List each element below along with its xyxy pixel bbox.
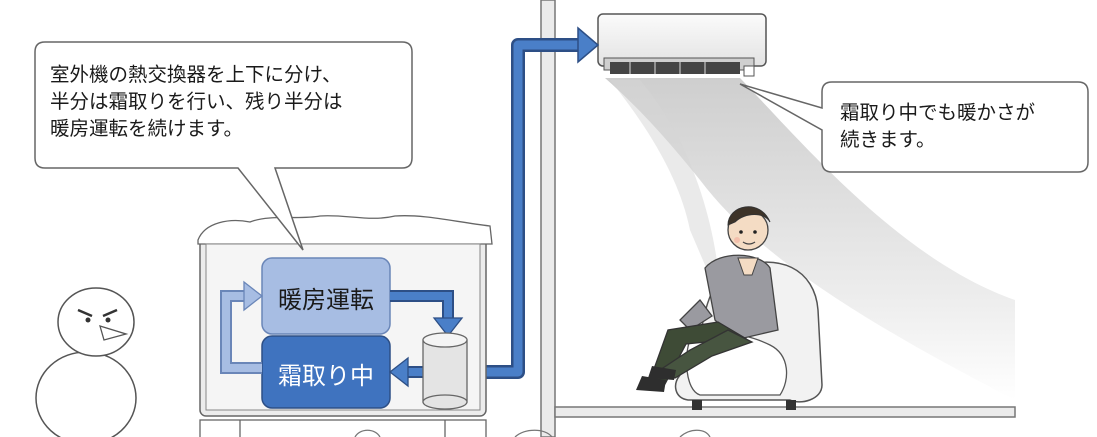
seated-person xyxy=(636,206,779,392)
indoor-ac-unit xyxy=(597,13,767,77)
snowman-illustration xyxy=(35,287,137,437)
outdoor-callout-line-2: 半分は霜取りを行い、残り半分は xyxy=(50,90,343,113)
warm-air-flow xyxy=(605,78,1015,400)
warm-air-flow-core xyxy=(610,80,720,300)
outdoor-callout-line-1: 室外機の熱交換器を上下に分け、 xyxy=(50,63,342,86)
indoor-callout-bubble xyxy=(739,81,1089,173)
compressor-tank xyxy=(422,332,468,410)
ground-sketch xyxy=(354,429,711,437)
heating-operation-label: 暖房運転 xyxy=(278,286,374,314)
defrost-in-progress-label: 霜取り中 xyxy=(278,362,374,390)
indoor-callout-line-1: 霜取り中でも暖かさが xyxy=(840,101,1036,124)
indoor-callout-line-2: 続きます。 xyxy=(840,128,936,151)
pipe-arrow-head xyxy=(577,26,600,64)
outdoor-callout-bubble xyxy=(34,41,413,251)
building-wall xyxy=(540,0,1016,437)
outdoor-callout-line-3: 暖房運転を続けます。 xyxy=(50,117,244,140)
